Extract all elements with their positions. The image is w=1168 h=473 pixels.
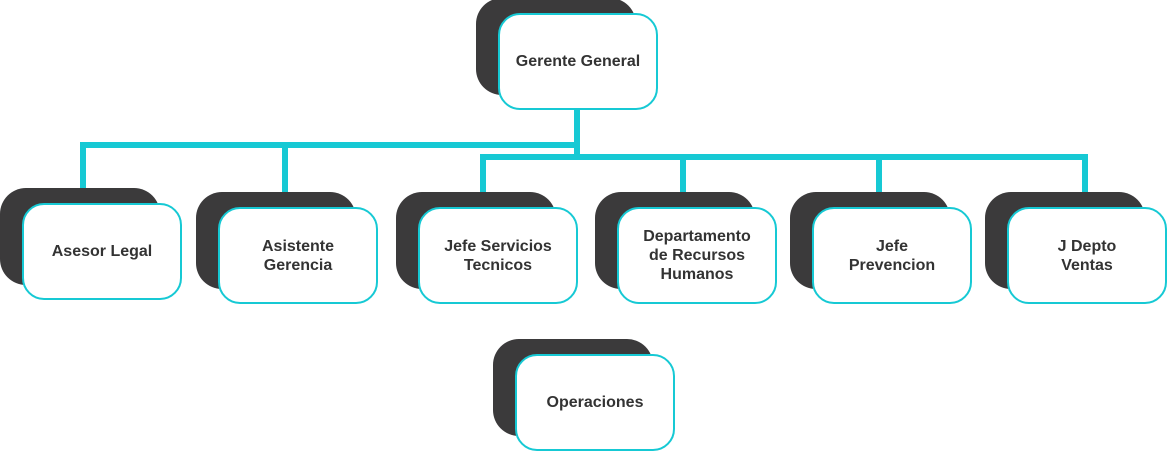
node-card: Gerente General — [498, 13, 658, 110]
node-j-depto-ventas: J Depto Ventas — [985, 192, 1167, 304]
node-label: J Depto Ventas — [1057, 237, 1117, 274]
node-jefe-servicios-tecnicos: Jefe Servicios Tecnicos — [396, 192, 578, 304]
node-recursos-humanos: Departamento de Recursos Humanos — [595, 192, 777, 304]
node-asistente-gerencia: Asistente Gerencia — [196, 192, 378, 304]
connector-ventas — [1082, 154, 1088, 194]
node-card: Asesor Legal — [22, 203, 182, 300]
node-operaciones: Operaciones — [493, 339, 675, 451]
node-asesor-legal: Asesor Legal — [0, 188, 182, 300]
node-label: Jefe Prevencion — [848, 237, 936, 274]
node-label: Asistente Gerencia — [261, 237, 335, 274]
connector-asistente — [282, 142, 288, 192]
connector-servicios — [480, 154, 486, 194]
node-label: Departamento de Recursos Humanos — [643, 228, 751, 283]
node-card: Departamento de Recursos Humanos — [617, 207, 777, 304]
node-label: Asesor Legal — [51, 243, 153, 260]
node-card: Jefe Servicios Tecnicos — [418, 207, 578, 304]
connector-dept-bar — [480, 154, 1088, 160]
node-card: Jefe Prevencion — [812, 207, 972, 304]
node-card: Asistente Gerencia — [218, 207, 378, 304]
node-jefe-prevencion: Jefe Prevencion — [790, 192, 972, 304]
connector-root-down — [574, 108, 580, 158]
node-label: Gerente General — [515, 53, 641, 70]
connector-prevencion — [876, 154, 882, 194]
connector-rrhh — [680, 154, 686, 194]
node-card: Operaciones — [515, 354, 675, 451]
node-label: Operaciones — [546, 394, 644, 411]
node-gerente-general: Gerente General — [476, 0, 658, 110]
connector-staff-bar — [80, 142, 580, 148]
node-card: J Depto Ventas — [1007, 207, 1167, 304]
node-label: Jefe Servicios Tecnicos — [444, 237, 552, 274]
connector-asesor — [80, 142, 86, 190]
